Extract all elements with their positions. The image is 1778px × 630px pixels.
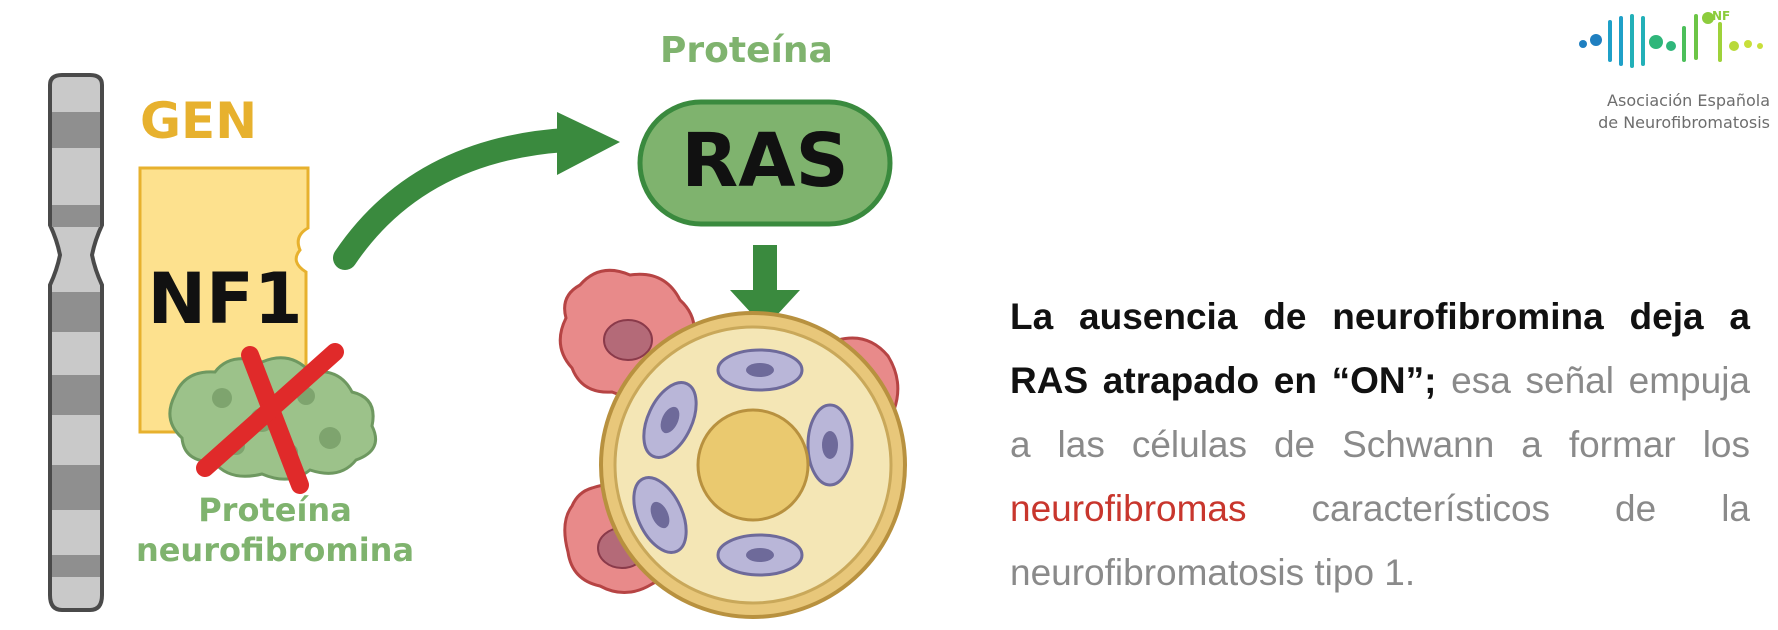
logo-text-line2: de Neurofibromatosis xyxy=(1598,113,1770,132)
description-highlight: neurofibromas xyxy=(1010,488,1247,529)
description-part1: esa señal empuja a las células de Schwan… xyxy=(1010,360,1750,465)
down-arrow-icon xyxy=(730,245,800,328)
curved-arrow-icon xyxy=(333,112,620,270)
description-bold: La ausencia de neurofibromina deja a RAS… xyxy=(1010,296,1750,401)
logo-badge: NF xyxy=(1712,9,1730,23)
gene-title: GEN xyxy=(140,92,258,150)
cross-mark-icon xyxy=(196,343,344,494)
neurofibromin-label-line1: Proteína xyxy=(198,491,352,529)
description-part2: característicos de la neurofibromatosis … xyxy=(1010,488,1750,593)
neurofibromin-label: Proteína neurofibromina xyxy=(120,490,430,570)
neurofibromin-label-line2: neurofibromina xyxy=(135,531,415,569)
logo-text-line1: Asociación Española xyxy=(1607,91,1770,110)
schwann-cell-icon xyxy=(558,268,907,619)
chromosome-icon xyxy=(48,73,104,612)
logo-text: Asociación Española de Neurofibromatosis xyxy=(1570,90,1770,134)
description-text: La ausencia de neurofibromina deja a RAS… xyxy=(1010,285,1750,605)
ras-label: RAS xyxy=(681,118,849,204)
logo-icon: NF xyxy=(1579,9,1763,68)
ras-protein-shape xyxy=(637,99,893,227)
nf1-label: NF1 xyxy=(147,258,303,340)
protein-title: Proteína xyxy=(660,30,833,71)
